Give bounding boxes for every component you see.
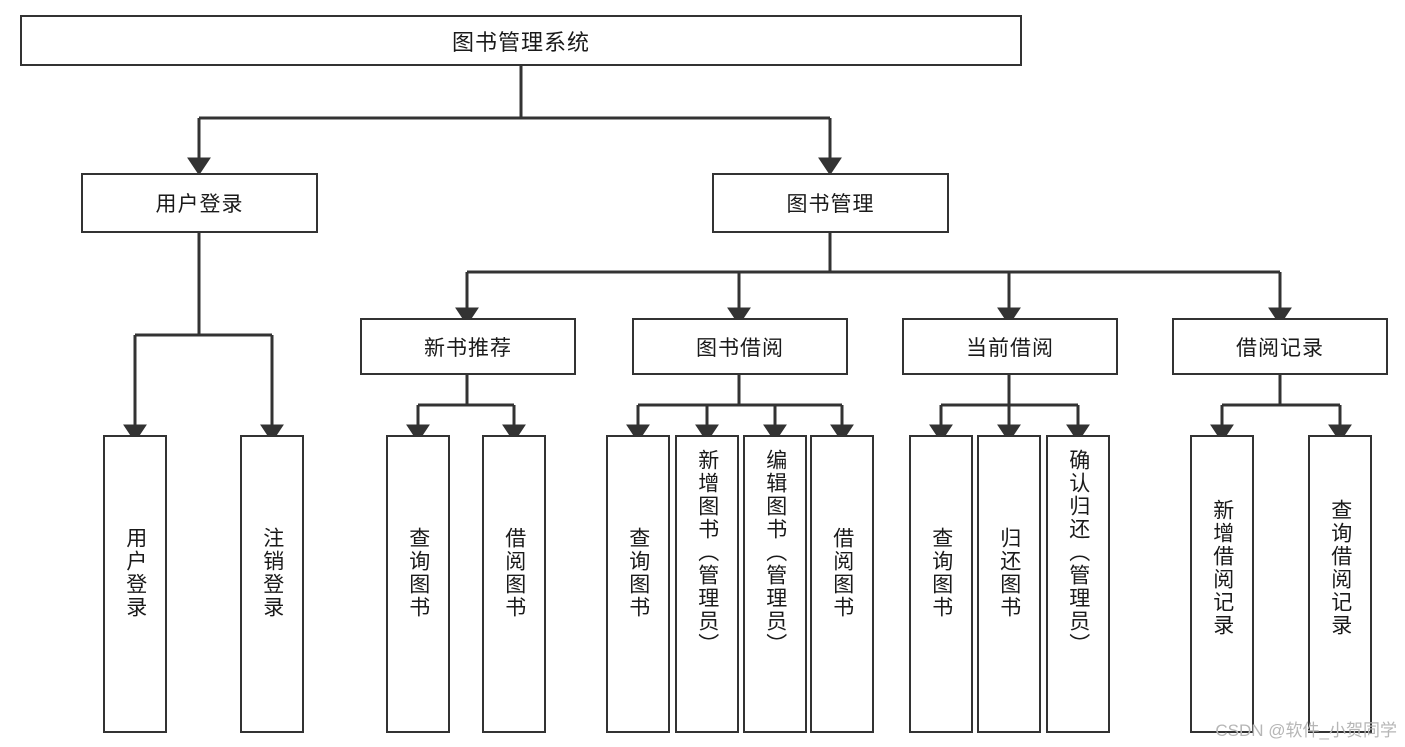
node-leaf-query-book-2[interactable]: 查询图书 (606, 435, 670, 733)
node-label: 用户登录 (155, 193, 244, 216)
node-label: 借阅图书 (502, 527, 526, 619)
node-label: 当前借阅 (966, 336, 1054, 360)
node-leaf-query-book-3[interactable]: 查询图书 (909, 435, 973, 733)
node-label: 归还图书 (997, 527, 1021, 619)
node-leaf-user-logout[interactable]: 注销登录 (240, 435, 304, 733)
node-label: 借阅记录 (1236, 336, 1324, 360)
node-current-borrow[interactable]: 当前借阅 (902, 318, 1118, 375)
node-new-book-recommend[interactable]: 新书推荐 (360, 318, 576, 375)
node-leaf-user-login[interactable]: 用户登录 (103, 435, 167, 733)
node-book-management-system[interactable]: 图书管理系统 (20, 15, 1022, 66)
node-leaf-query-book-1[interactable]: 查询图书 (386, 435, 450, 733)
node-label: 确认归还（管理员） (1066, 449, 1090, 656)
node-label: 查询借阅记录 (1328, 499, 1352, 637)
node-label: 查询图书 (929, 527, 953, 619)
node-borrow-record[interactable]: 借阅记录 (1172, 318, 1388, 375)
node-leaf-edit-book[interactable]: 编辑图书（管理员） (743, 435, 807, 733)
node-leaf-add-record[interactable]: 新增借阅记录 (1190, 435, 1254, 733)
node-leaf-borrow-book-1[interactable]: 借阅图书 (482, 435, 546, 733)
node-book-management[interactable]: 图书管理 (712, 173, 949, 233)
node-leaf-query-record[interactable]: 查询借阅记录 (1308, 435, 1372, 733)
node-label: 编辑图书（管理员） (763, 449, 787, 656)
node-book-borrow[interactable]: 图书借阅 (632, 318, 848, 375)
node-label: 用户登录 (123, 527, 147, 619)
node-label: 图书管理 (786, 193, 875, 216)
node-label: 新增借阅记录 (1210, 499, 1234, 637)
node-label: 新增图书（管理员） (695, 449, 719, 656)
node-leaf-add-book[interactable]: 新增图书（管理员） (675, 435, 739, 733)
node-leaf-return-book[interactable]: 归还图书 (977, 435, 1041, 733)
node-label: 图书借阅 (696, 336, 784, 360)
node-label: 图书管理系统 (451, 29, 590, 55)
node-leaf-confirm-return[interactable]: 确认归还（管理员） (1046, 435, 1110, 733)
node-label: 新书推荐 (424, 336, 512, 360)
csdn-watermark: CSDN @软件_小贺同学 (1215, 721, 1397, 740)
node-label: 注销登录 (260, 527, 284, 619)
node-user-login[interactable]: 用户登录 (81, 173, 318, 233)
node-label: 借阅图书 (830, 527, 854, 619)
node-label: 查询图书 (626, 527, 650, 619)
node-label: 查询图书 (406, 527, 430, 619)
node-leaf-borrow-book-2[interactable]: 借阅图书 (810, 435, 874, 733)
